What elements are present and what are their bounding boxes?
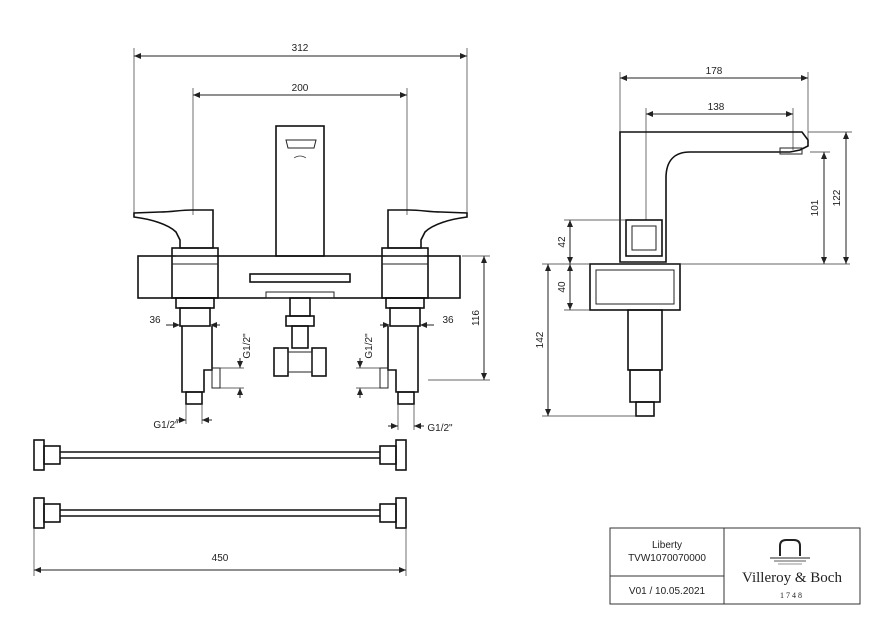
side-shank <box>627 309 663 371</box>
center-connector <box>249 273 351 377</box>
dimension-450: 450 <box>33 528 407 576</box>
left-valve <box>171 247 221 405</box>
dimension-36-right: 36 <box>380 315 454 328</box>
dimension-200: 200 <box>192 83 408 215</box>
thread-label-left-bottom: G1/2" <box>153 420 179 431</box>
hoses: 450 <box>33 439 407 576</box>
dim-label-116: 116 <box>471 310 482 326</box>
dimension-116: 116 <box>428 255 490 381</box>
side-body-block <box>625 219 663 257</box>
dim-label-312: 312 <box>292 43 309 54</box>
dim-label-200: 200 <box>292 83 309 94</box>
dim-label-178: 178 <box>706 66 723 77</box>
dimension-42: 42 <box>557 219 626 264</box>
right-valve <box>379 247 429 405</box>
thread-dim-left-side: G1/2" <box>220 333 253 398</box>
side-view: 178 138 101 <box>535 66 852 417</box>
dimension-101: 101 <box>680 151 850 265</box>
dimension-138: 138 <box>645 102 794 220</box>
thread-dim-left-bottom: G1/2" <box>153 404 212 431</box>
thread-label-right-bottom: G1/2" <box>427 423 453 434</box>
dimension-122: 122 <box>808 131 852 264</box>
dim-label-36-right: 36 <box>442 315 454 326</box>
side-spout <box>619 131 809 263</box>
dimension-178: 178 <box>619 66 809 220</box>
thread-label-right-side: G1/2" <box>364 333 375 359</box>
dim-label-122: 122 <box>832 189 843 206</box>
dimension-40: 40 <box>542 263 590 311</box>
thread-dim-right-bottom: G1/2" <box>388 404 453 434</box>
dim-label-42: 42 <box>557 236 568 248</box>
side-deck <box>589 263 681 311</box>
front-view: 312 200 <box>133 43 490 434</box>
left-handle <box>133 209 214 249</box>
dim-label-142: 142 <box>535 331 546 348</box>
brand-year: 1748 <box>780 591 804 600</box>
revision-date: V01 / 10.05.2021 <box>629 586 706 597</box>
article-number: TVW1070070000 <box>628 553 706 564</box>
product-name: Liberty <box>652 540 682 551</box>
dim-label-138: 138 <box>708 102 725 113</box>
hose-lower <box>33 497 407 529</box>
center-spout <box>275 125 325 257</box>
dim-label-36-left: 36 <box>149 315 161 326</box>
dim-label-450: 450 <box>212 553 229 564</box>
right-handle <box>387 209 468 249</box>
brand-logo-mark <box>770 539 810 565</box>
dimension-36-left: 36 <box>149 315 220 328</box>
thread-label-left-side: G1/2" <box>242 333 253 359</box>
dim-label-101: 101 <box>810 199 821 216</box>
dimension-312: 312 <box>133 43 468 215</box>
title-block: Liberty TVW1070070000 V01 / 10.05.2021 V… <box>609 527 861 605</box>
dimension-142: 142 <box>535 264 636 417</box>
brand-name: Villeroy & Boch <box>742 570 842 586</box>
dim-label-40: 40 <box>557 281 568 293</box>
hose-upper <box>33 439 407 471</box>
thread-dim-right-side: G1/2" <box>356 333 380 398</box>
